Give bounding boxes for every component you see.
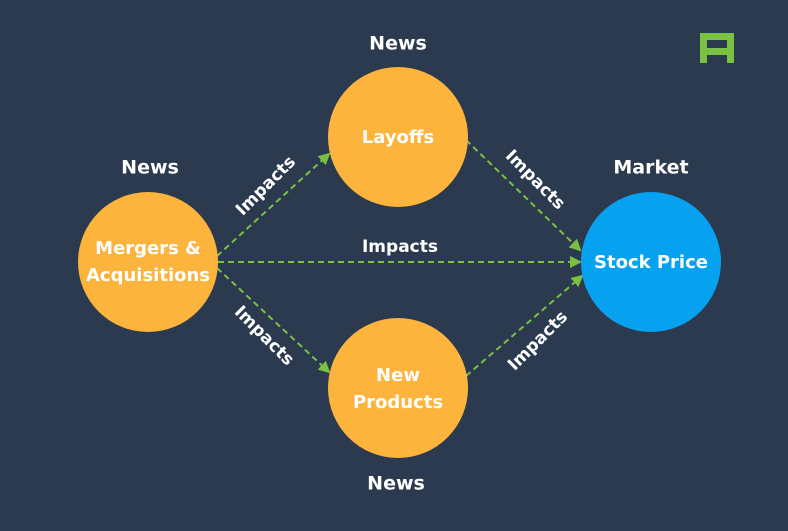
edge-label-mergers-layoffs: Impacts	[232, 152, 300, 220]
category-label-mergers: News	[121, 157, 179, 179]
edge-mergers-new-products	[216, 267, 331, 374]
category-label-stock-price: Market	[613, 157, 688, 179]
edge-label-mergers-stock-price: Impacts	[362, 237, 438, 257]
edge-label-layoffs-stock-price: Impacts	[501, 146, 569, 214]
category-label-layoffs: News	[369, 33, 427, 55]
node-label-mergers-line-1: Mergers &	[95, 238, 201, 259]
node-layoffs	[328, 67, 468, 207]
edge-layoffs-stock-price	[465, 139, 582, 252]
node-label-new-products-line-1: New	[376, 365, 420, 386]
node-label-layoffs: Layoffs	[362, 127, 434, 148]
edge-mergers-layoffs	[216, 152, 331, 257]
edge-label-new-products-stock-price: Impacts	[504, 307, 572, 375]
node-label-stock-price: Stock Price	[594, 252, 708, 273]
node-new-products	[328, 318, 468, 458]
category-label-new-products: News	[367, 473, 425, 495]
node-label-new-products-line-2: Products	[353, 392, 443, 413]
node-mergers-acquisitions	[78, 192, 218, 332]
edge-new-products-stock-price	[465, 274, 584, 377]
brand-logo-icon	[700, 33, 734, 63]
node-label-mergers-line-2: Acquisitions	[86, 265, 210, 286]
node-stock-price	[581, 192, 721, 332]
